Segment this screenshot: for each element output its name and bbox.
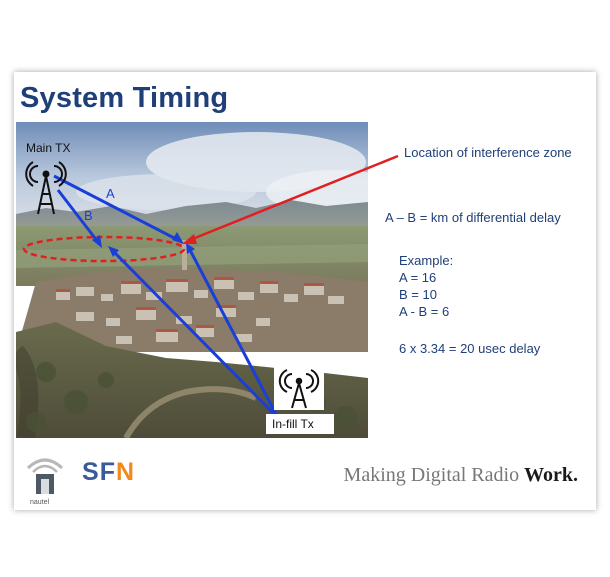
infill-tx-antenna-icon bbox=[278, 369, 320, 409]
infill-path-b-arrowhead bbox=[108, 246, 119, 257]
example-line-diff: A - B = 6 bbox=[399, 304, 450, 319]
tagline-main: Making Digital Radio bbox=[343, 464, 525, 486]
path-b-line bbox=[56, 189, 100, 243]
path-b-arrowhead bbox=[92, 235, 102, 248]
infill-path-b-line bbox=[112, 250, 280, 420]
town-area bbox=[16, 268, 368, 352]
church-tower bbox=[182, 240, 187, 270]
infill-label-box bbox=[266, 414, 334, 434]
path-b-label: B bbox=[84, 208, 93, 223]
far-mountains bbox=[16, 200, 368, 232]
example-line-b: B = 10 bbox=[399, 287, 437, 302]
infill-path-a-arrowhead bbox=[186, 243, 195, 254]
infill-tx-label: In-fill Tx bbox=[272, 417, 314, 431]
path-a-arrowhead bbox=[172, 232, 184, 244]
nautel-logo: nautel bbox=[20, 446, 70, 506]
example-line-a: A = 16 bbox=[399, 270, 437, 285]
sfn-letter-s: S bbox=[82, 458, 100, 486]
interference-zone bbox=[22, 235, 186, 263]
tagline-bold: Work. bbox=[524, 464, 578, 486]
example-title: Example: bbox=[399, 253, 454, 268]
interference-pointer bbox=[182, 154, 399, 244]
logo-caption: nautel bbox=[30, 499, 50, 506]
slide-footer: nautel SFN Making Digital Radio Work. bbox=[14, 440, 596, 510]
nautel-logo-icon bbox=[26, 458, 64, 494]
main-tx-label: Main TX bbox=[26, 141, 70, 155]
sfn-letter-f: F bbox=[99, 458, 116, 486]
interference-pointer-line bbox=[189, 154, 399, 242]
example-block: Example: A = 16 B = 10 A - B = 6 bbox=[399, 252, 589, 320]
interference-label: Location of interference zone bbox=[404, 145, 572, 160]
tagline: Making Digital Radio Work. bbox=[344, 464, 578, 487]
sfn-letter-n: N bbox=[115, 458, 136, 486]
infill-path-a-line bbox=[188, 249, 280, 419]
main-tx-antenna-icon bbox=[25, 161, 67, 215]
sfn-logo: SFN bbox=[82, 458, 135, 487]
differential-delay-formula: A – B = km of differential delay bbox=[385, 210, 561, 225]
town-buildings bbox=[56, 280, 344, 344]
slide-title: System Timing bbox=[20, 82, 229, 114]
delay-calculation: 6 x 3.34 = 20 usec delay bbox=[399, 341, 541, 356]
slide: System Timing bbox=[14, 72, 596, 510]
interference-pointer-arrowhead bbox=[182, 234, 197, 244]
path-a-label: A bbox=[106, 186, 115, 201]
path-a-line bbox=[53, 174, 179, 242]
